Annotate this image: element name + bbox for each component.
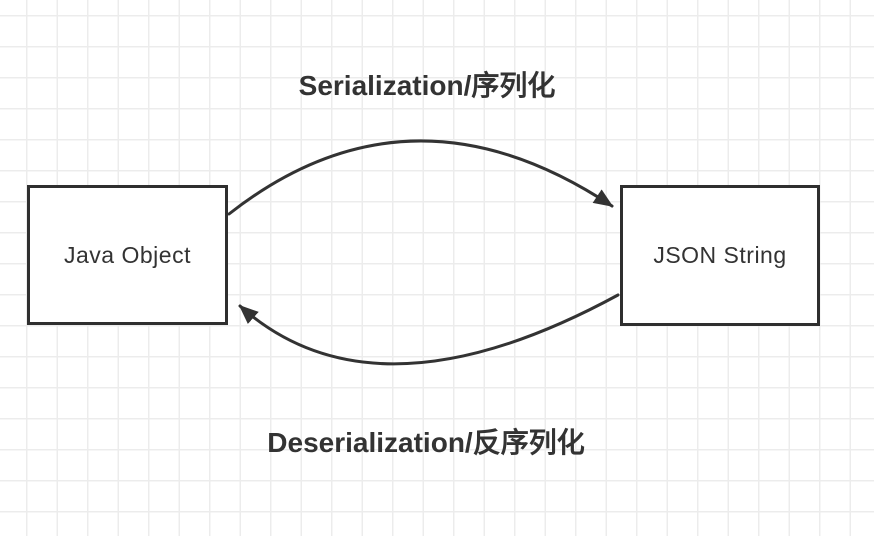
deserialization-label: Deserialization/反序列化: [267, 427, 585, 458]
serialization-arrow: [227, 139, 614, 216]
json-string-label: JSON String: [653, 242, 787, 268]
serialization-label: Serialization/序列化: [298, 70, 556, 101]
deserialization-arrow: [238, 293, 620, 366]
java-object-label: Java Object: [64, 241, 191, 268]
json-string-box: JSON String: [620, 185, 820, 326]
java-object-box: Java Object: [27, 185, 228, 325]
